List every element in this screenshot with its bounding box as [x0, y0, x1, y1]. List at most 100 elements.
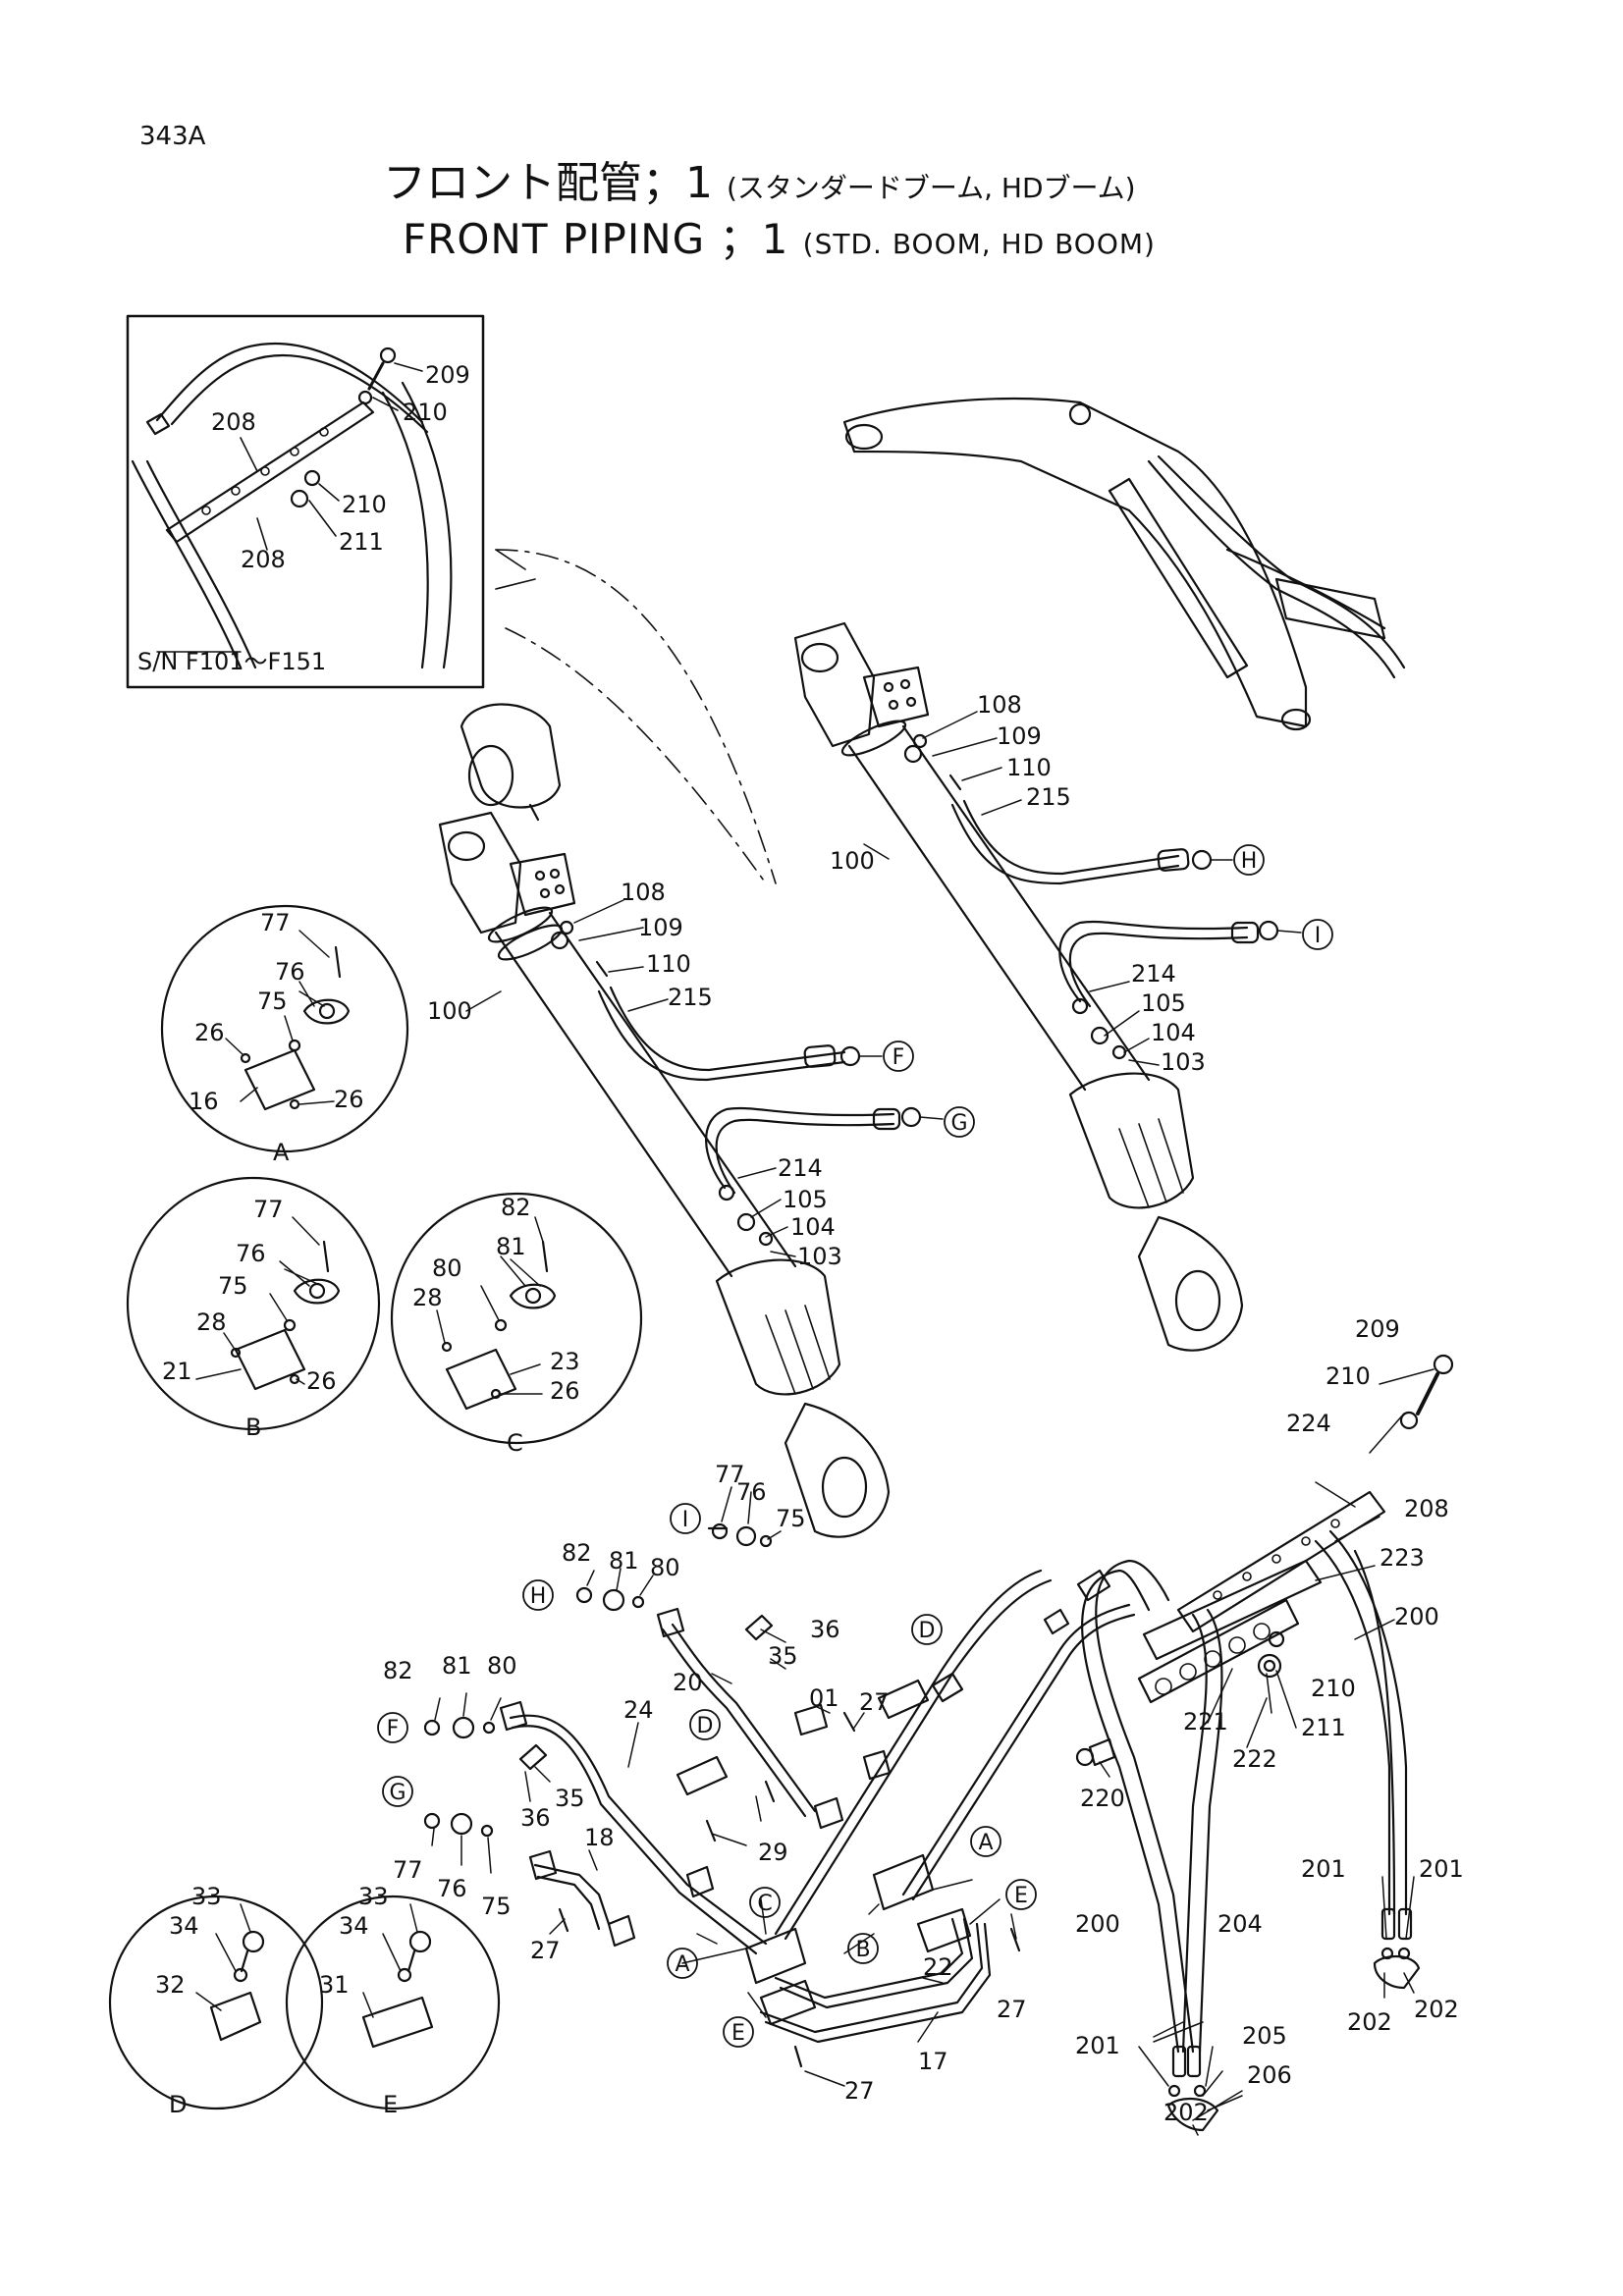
label-205: 205 — [1242, 2022, 1287, 2050]
inset-hose-6 — [401, 381, 453, 669]
label-33: 33 — [191, 1883, 222, 1910]
label-210: 210 — [1311, 1675, 1356, 1702]
label-220: 220 — [1080, 1785, 1125, 1812]
label-82: 82 — [501, 1194, 531, 1221]
label-35: 35 — [555, 1785, 585, 1812]
detail-a-caption: A — [273, 1139, 290, 1166]
inset-nut-210 — [303, 469, 321, 487]
title-en-main: FRONT PIPING ；1 — [403, 215, 789, 263]
label-221: 221 — [1183, 1708, 1228, 1735]
cylinder-left-rod-eye — [784, 1402, 891, 1538]
detail-a-labels: 77 76 75 26 16 26 A — [189, 909, 364, 1166]
label-20: 20 — [673, 1669, 703, 1696]
cylinder-right-rod-eye — [1137, 1215, 1244, 1352]
label-82: 82 — [562, 1539, 592, 1567]
cylinder-left-barrel — [494, 911, 797, 1278]
cylinder-left-rod-housing — [715, 1258, 841, 1396]
cylinder-left-clevis — [438, 811, 522, 934]
cylinder-right-labels: 108 109 110 215 100 214 105 104 103 H I — [830, 691, 1321, 1076]
title-en-sub: (STD. BOOM, HD BOOM) — [802, 228, 1156, 260]
pipe-18 — [533, 1863, 611, 1926]
connector-a: A — [675, 1952, 689, 1977]
label-200: 200 — [1075, 1910, 1120, 1938]
label-100: 100 — [427, 997, 472, 1025]
boom-hose-sketch-2 — [1157, 454, 1406, 669]
lower-assembly-labels: 77 76 75 82 81 80 36 35 20 01 27 82 81 8… — [383, 1461, 1028, 2105]
valve-block-e — [759, 1979, 817, 2026]
arm-cylinder-right — [793, 621, 1279, 1352]
label-202: 202 — [1414, 1996, 1459, 2023]
label-75: 75 — [257, 988, 288, 1015]
detail-e-caption: E — [383, 2091, 398, 2118]
cylinder-left-hose-215 — [597, 989, 846, 1082]
label-33: 33 — [358, 1883, 389, 1910]
label-210: 210 — [403, 399, 448, 426]
label-77: 77 — [260, 909, 291, 936]
label-35: 35 — [768, 1642, 798, 1670]
label-80: 80 — [432, 1255, 462, 1282]
cylinder-right-clevis — [793, 621, 876, 748]
label-202: 202 — [1163, 2099, 1209, 2126]
inset-hose-4 — [145, 459, 257, 669]
label-103: 103 — [797, 1243, 842, 1270]
clamp-221 — [1137, 1598, 1300, 1704]
inset-hose-5 — [381, 391, 429, 669]
detail-d-circle — [108, 1895, 324, 2110]
label-77: 77 — [253, 1196, 284, 1223]
cylinder-right-hose-214 — [1058, 920, 1249, 1003]
hose-200-left — [1081, 1569, 1180, 2054]
label-223: 223 — [1380, 1544, 1425, 1572]
boom-hose-sketch-1 — [1147, 459, 1396, 679]
label-209: 209 — [1355, 1315, 1400, 1343]
inset-bracket-holes — [201, 427, 329, 515]
label-77: 77 — [393, 1856, 423, 1884]
label-76: 76 — [736, 1478, 767, 1506]
boom-outline-sketch — [495, 549, 536, 590]
label-100: 100 — [830, 847, 875, 875]
valve-block-c — [744, 1927, 807, 1985]
connector-i: I — [1315, 924, 1322, 948]
cylinder-right-hose-215 — [950, 803, 1180, 885]
hose-204-left — [1181, 1613, 1208, 2054]
cylinder-right-barrel — [847, 724, 1151, 1092]
detail-b-circle — [126, 1176, 381, 1431]
label-201: 201 — [1301, 1855, 1346, 1883]
detail-e-labels: 33 34 31 E — [319, 1883, 398, 2118]
label-104: 104 — [790, 1213, 836, 1241]
title-jp-sub: (スタンダードブーム, HDブーム) — [727, 172, 1136, 204]
block-220 — [1088, 1737, 1116, 1767]
label-77: 77 — [715, 1461, 745, 1488]
label-36: 36 — [810, 1616, 840, 1643]
page-number: 343A — [139, 122, 206, 151]
label-210: 210 — [1325, 1362, 1371, 1390]
leader-lines — [195, 711, 1434, 2136]
detail-b-caption: B — [245, 1414, 261, 1441]
hose-long-2 — [901, 1603, 1131, 1896]
pipe-24 — [509, 1714, 768, 1946]
arm-cylinder-left — [438, 703, 922, 1538]
inset-labels: 209 210 208 210 211 208 S/N F101～F151 — [137, 361, 470, 675]
hose-long-1 — [774, 1569, 1043, 1936]
cylinder-right-rod-housing — [1068, 1072, 1195, 1209]
label-26: 26 — [550, 1377, 580, 1405]
label-29: 29 — [758, 1839, 788, 1866]
title-english: FRONT PIPING ；1 (STD. BOOM, HD BOOM) — [403, 206, 1156, 266]
serial-number-range: S/N F101～F151 — [137, 648, 326, 675]
inset-nut-211 — [290, 489, 309, 508]
connector-g: G — [389, 1781, 406, 1805]
pipe-17 — [759, 1922, 984, 2034]
label-17: 17 — [918, 2048, 948, 2075]
valve-block-e2 — [916, 1907, 972, 1953]
hose-200-right — [1314, 1539, 1391, 1916]
flange-202-206 — [1166, 2098, 1219, 2132]
label-80: 80 — [650, 1554, 680, 1581]
label-75: 75 — [218, 1272, 248, 1300]
label-81: 81 — [442, 1652, 472, 1680]
inset-washer-210 — [357, 390, 373, 405]
connector-f: F — [387, 1717, 400, 1741]
title-japanese: フロント配管；1 (スタンダードブーム, HDブーム) — [383, 147, 1136, 210]
label-204: 204 — [1217, 1910, 1263, 1938]
label-31: 31 — [319, 1971, 350, 1999]
label-109: 109 — [638, 914, 683, 941]
